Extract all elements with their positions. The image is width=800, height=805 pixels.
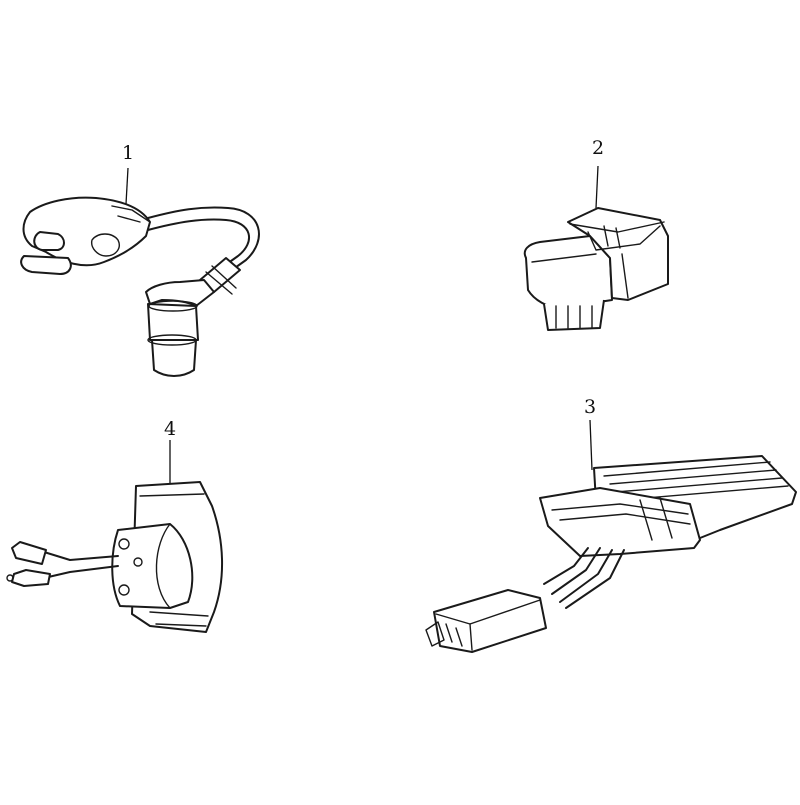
part-2-relay <box>523 165 669 331</box>
callout-4-label: 4 <box>163 418 177 440</box>
callout-3-label: 3 <box>583 396 597 418</box>
part-1-ignition-coil <box>20 167 260 377</box>
callout-1-label: 1 <box>121 142 135 164</box>
callout-2-leader <box>595 165 599 209</box>
callout-1-leader <box>125 167 129 205</box>
part-4-starter-relay <box>6 440 224 633</box>
callout-3-leader <box>589 419 593 471</box>
part-3-regulator-rectifier <box>425 419 797 653</box>
callout-2-label: 2 <box>591 137 605 159</box>
